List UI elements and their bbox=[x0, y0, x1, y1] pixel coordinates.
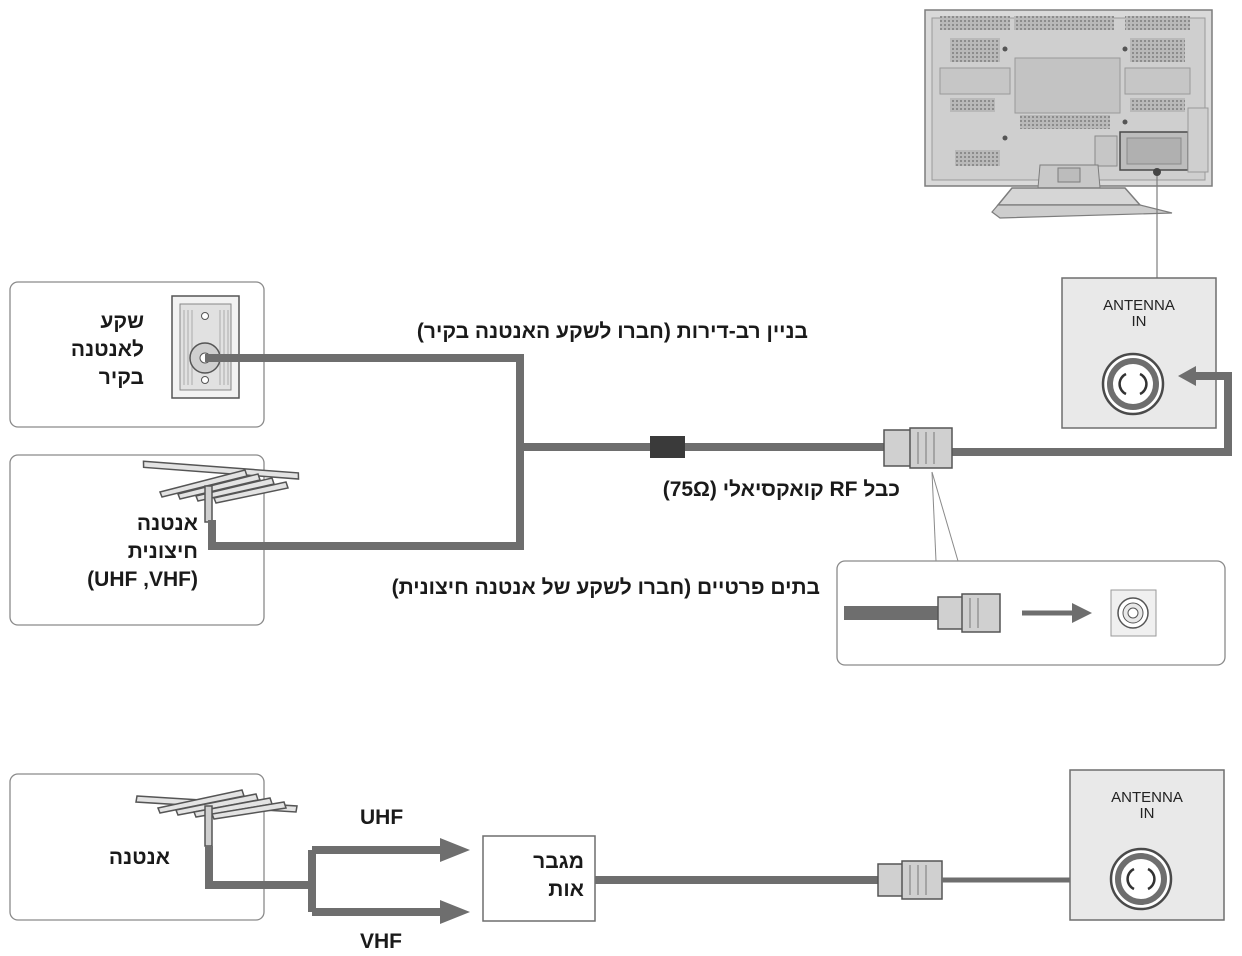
bottom-split-cables bbox=[205, 846, 448, 916]
zoom-plug-icon bbox=[844, 593, 1001, 633]
outdoor-antenna-label-line1: אנטנה bbox=[136, 512, 198, 535]
bottom-antenna-icon bbox=[135, 789, 298, 847]
antenna-in-panel-top bbox=[1061, 277, 1217, 429]
private-home-caption: בתים פרטיים (חברו לשקע של אנטנה חיצונית) bbox=[391, 576, 820, 599]
outdoor-antenna-icon bbox=[142, 460, 300, 523]
zoom-socket-icon bbox=[1110, 589, 1157, 637]
bottom-antenna-label: אנטנה bbox=[108, 846, 170, 869]
vhf-label: VHF bbox=[360, 930, 402, 953]
zoom-callout-left bbox=[931, 471, 959, 562]
wall-jack-label-line2: לאנטנה bbox=[70, 338, 144, 361]
wall-jack-label-line1: שקע bbox=[100, 310, 144, 333]
uhf-label: UHF bbox=[360, 806, 404, 829]
wall-jack-label: שקע לאנטנה בקיר bbox=[20, 308, 144, 392]
zoom-callout-right bbox=[931, 471, 937, 562]
uhf-arrow-icon bbox=[440, 838, 470, 862]
rf-plug-icon bbox=[883, 427, 953, 469]
outdoor-antenna-label-line3: (UHF ,VHF) bbox=[87, 568, 198, 591]
zoom-arrow-icon bbox=[1072, 603, 1092, 623]
vhf-arrow-icon bbox=[440, 900, 470, 924]
arrow-to-antenna-in-icon bbox=[1178, 366, 1196, 386]
outdoor-antenna-label: אנטנה חיצונית (UHF ,VHF) bbox=[20, 510, 198, 594]
amplifier-label: מגבר אות bbox=[488, 848, 584, 904]
outdoor-antenna-label-line2: חיצונית bbox=[127, 540, 198, 563]
callout-dot bbox=[1153, 168, 1161, 176]
cable-to-tv bbox=[952, 372, 1232, 456]
wall-jack-icon bbox=[171, 295, 240, 399]
amplifier-label-line1: מגבר bbox=[533, 850, 584, 873]
antenna-in-line1: ANTENNA bbox=[1111, 789, 1183, 806]
multi-dwelling-caption: בניין רב-דירות (חברו לשקע האנטנה בקיר) bbox=[416, 320, 808, 343]
antenna-in-label-bottom: ANTENNA IN bbox=[1070, 790, 1224, 822]
coax-cable-top bbox=[205, 354, 890, 550]
ferrite-core-icon bbox=[650, 436, 685, 458]
amplifier-box bbox=[482, 835, 596, 922]
antenna-in-line2: IN bbox=[1139, 805, 1155, 822]
amplifier-label-line2: אות bbox=[548, 878, 584, 901]
antenna-in-line1: ANTENNA bbox=[1103, 297, 1175, 314]
tv-back-illustration bbox=[924, 9, 1213, 219]
antenna-in-line2: IN bbox=[1131, 313, 1147, 330]
antenna-in-label-top: ANTENNA IN bbox=[1062, 298, 1216, 330]
wall-jack-label-line3: בקיר bbox=[98, 366, 144, 389]
coax-cable-caption: כבל RF קואקסיאלי (75Ω) bbox=[662, 478, 900, 501]
bottom-rf-plug-icon bbox=[877, 860, 943, 900]
antenna-in-panel-bottom bbox=[1069, 769, 1225, 921]
